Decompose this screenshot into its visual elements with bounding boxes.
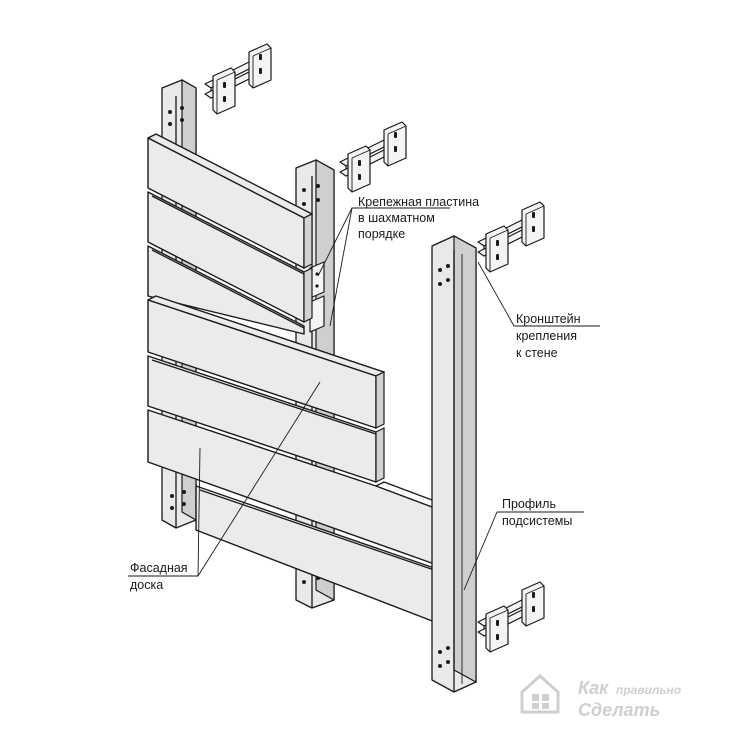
label-profile: Профиль подсистемы	[502, 497, 572, 528]
label-board-line2: доска	[130, 578, 163, 592]
label-plate-line2: в шахматном	[358, 211, 435, 225]
label-plate-line1: Крепежная пластина	[358, 195, 479, 209]
label-board-line1: Фасадная	[130, 561, 188, 575]
watermark-line1-small: правильно	[616, 683, 681, 697]
label-facade-board: Фасадная доска	[130, 561, 188, 592]
watermark-line1: Как	[578, 678, 609, 698]
facade-boards	[147, 133, 449, 625]
label-fastening-plate: Крепежная пластина в шахматном порядке	[358, 195, 479, 241]
label-bracket-line1: Кронштейн	[516, 312, 581, 326]
label-wall-bracket: Кронштейн крепления к стене	[516, 312, 581, 360]
wall-bracket-4	[477, 581, 545, 653]
house-logo-icon	[520, 673, 560, 714]
wall-bracket-2	[339, 121, 407, 193]
wall-bracket-1	[204, 43, 272, 115]
label-profile-line2: подсистемы	[502, 514, 572, 528]
label-bracket-line2: крепления	[516, 329, 577, 343]
wall-bracket-3	[477, 201, 545, 273]
label-bracket-line3: к стене	[516, 346, 558, 360]
watermark-line2: Сделать	[578, 700, 660, 720]
profile-right	[431, 234, 477, 693]
watermark: Как правильно Сделать	[520, 673, 681, 720]
label-plate-line3: порядке	[358, 227, 405, 241]
label-profile-line1: Профиль	[502, 497, 556, 511]
leader-lines	[128, 207, 600, 591]
